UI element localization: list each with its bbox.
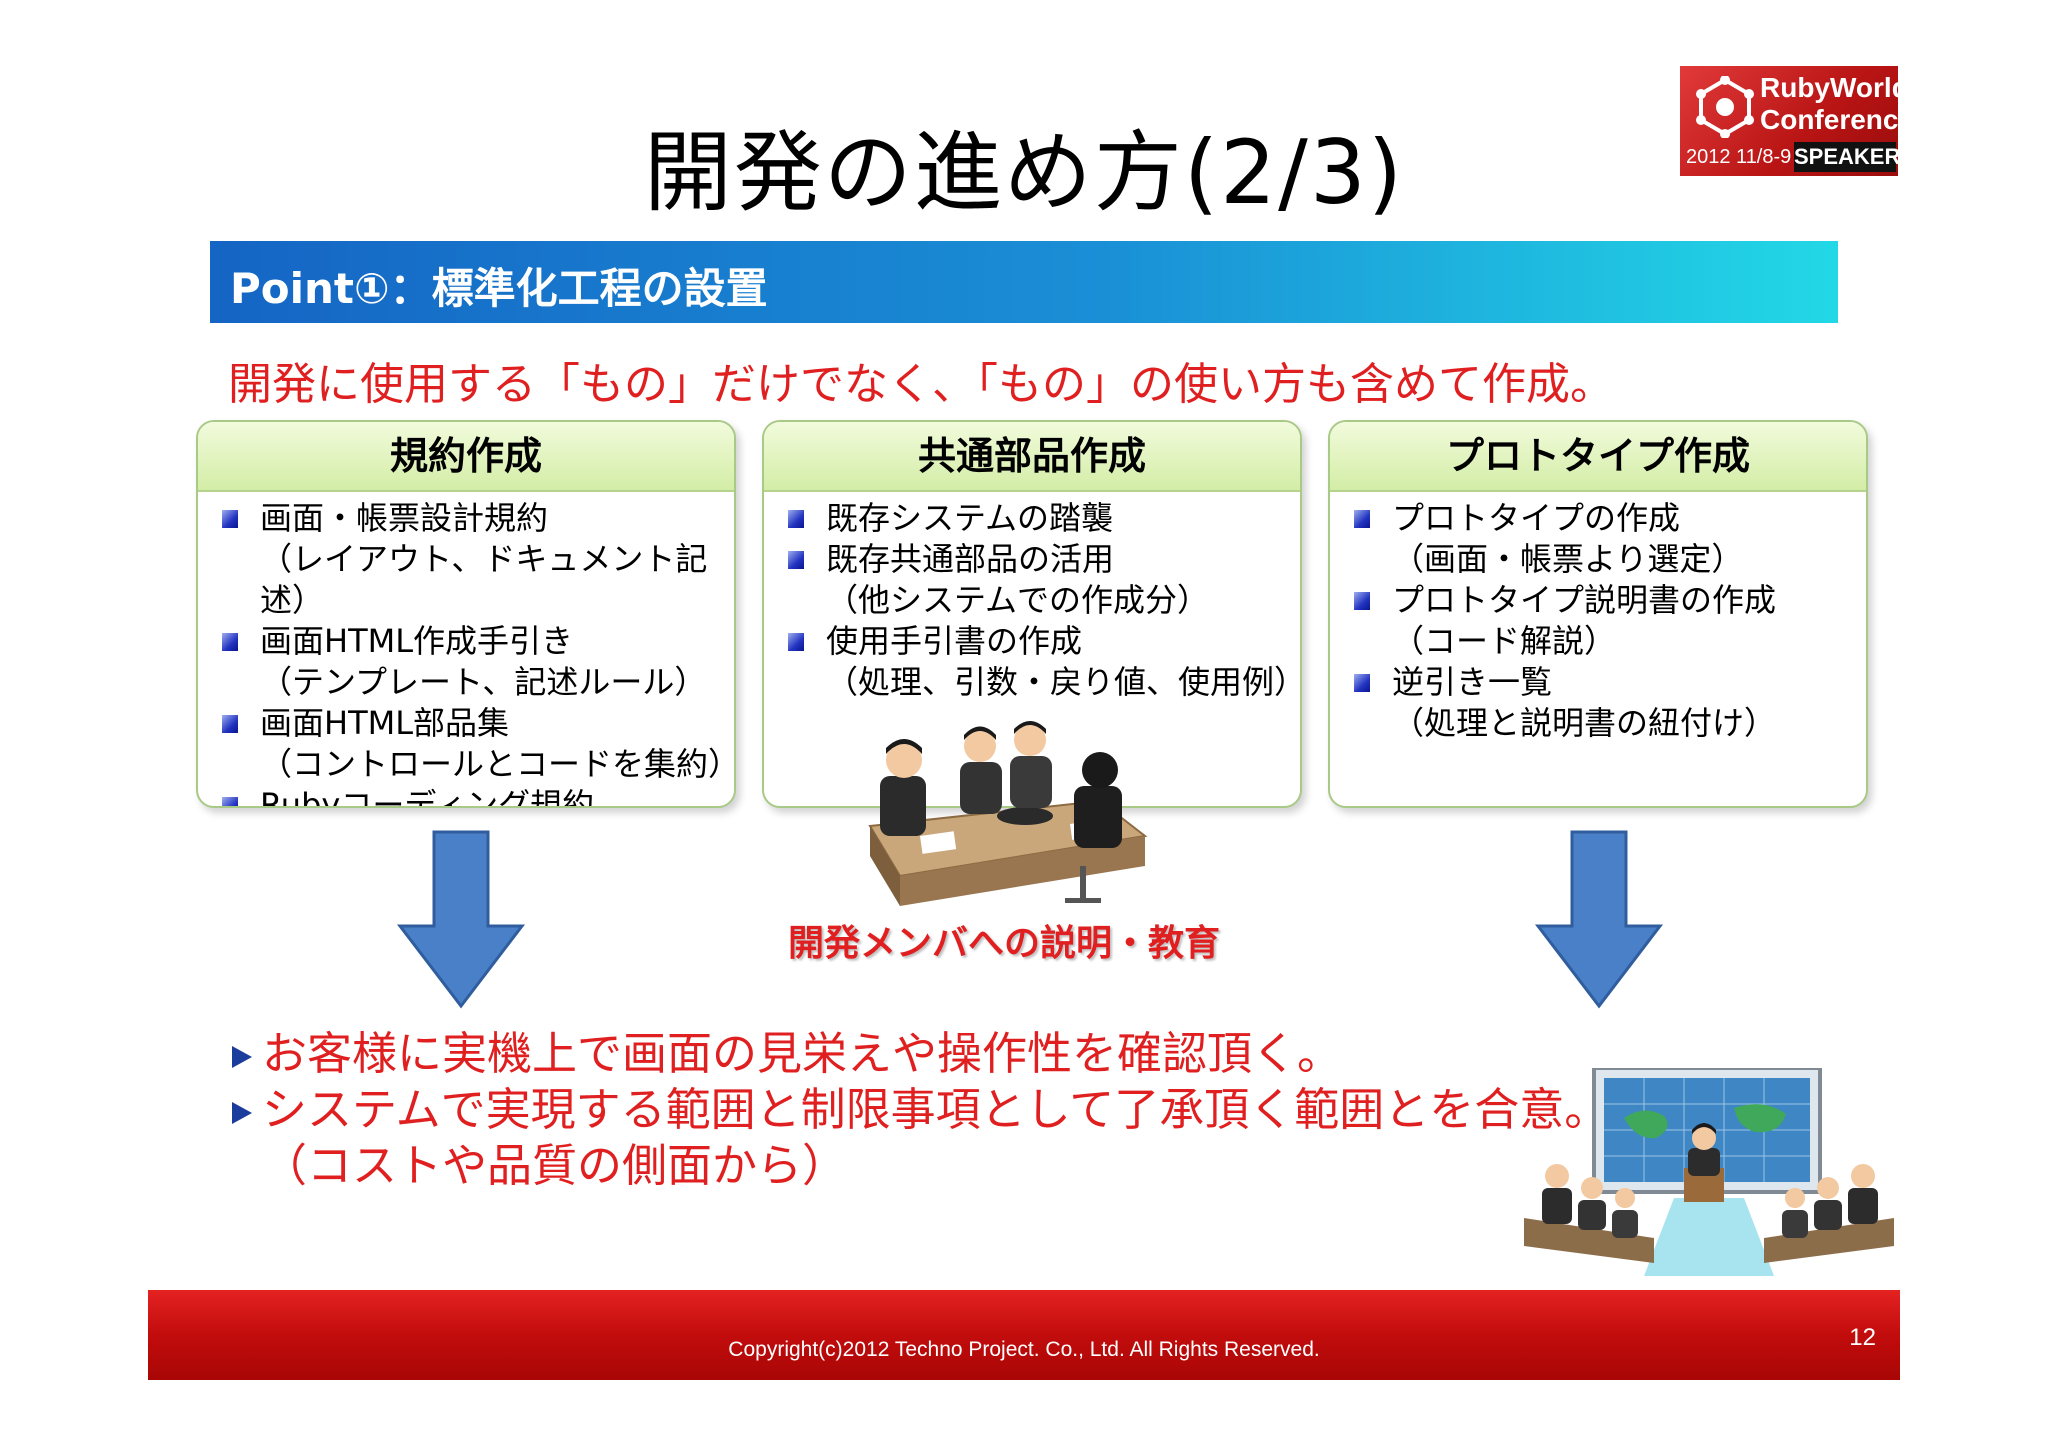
logo-speaker-badge: SPEAKER <box>1794 142 1900 172</box>
list-item: 既存システムの踏襲 <box>788 498 1300 539</box>
list-item: （コントロールとコードを集約） <box>260 745 736 783</box>
bottom-point-row: お客様に実機上で画面の見栄えや操作性を確認頂く。 <box>232 1026 1609 1082</box>
page-number: 12 <box>1849 1324 1876 1351</box>
meeting-illustration <box>868 721 1148 906</box>
bottom-point-text: （コストや品質の側面から） <box>262 1139 848 1192</box>
list-item: 使用手引書の作成 <box>788 621 1300 662</box>
triangle-bullet-icon <box>232 1046 252 1068</box>
logo-line2: Conference <box>1760 104 1915 135</box>
list-item: 既存共通部品の活用 <box>788 539 1300 580</box>
list-item: プロトタイプ説明書の作成 <box>1354 580 1776 621</box>
box-prototype: プロトタイプ作成 プロトタイプの作成 （画面・帳票より選定） プロトタイプ説明書… <box>1328 420 1868 808</box>
bottom-point-text: お客様に実機上で画面の見栄えや操作性を確認頂く。 <box>262 1027 1343 1080</box>
bottom-point-text: システムで実現する範囲と制限事項として了承頂く範囲とを合意。 <box>262 1083 1610 1136</box>
subheading: 開発に使用する「もの」だけでなく、「もの」の使い方も含めて作成。 <box>228 359 1614 410</box>
list-item: （レイアウト、ドキュメント記述） <box>260 540 708 619</box>
down-arrow-left-icon <box>396 830 526 1009</box>
bottom-point-row: （コストや品質の側面から） <box>232 1138 1609 1194</box>
list-item: （画面・帳票より選定） <box>1392 540 1744 578</box>
list-item: （処理、引数・戻り値、使用例） <box>826 663 1302 701</box>
box-heading: プロトタイプ作成 <box>1330 422 1866 492</box>
box-heading: 規約作成 <box>198 422 734 492</box>
box-list: 既存システムの踏襲 既存共通部品の活用 （他システムでの作成分） 使用手引書の作… <box>788 498 1300 703</box>
list-item: （処理と説明書の紐付け） <box>1392 704 1777 742</box>
list-item: （テンプレート、記述ルール） <box>260 663 707 701</box>
list-item: Rubyコーディング規約 <box>222 785 734 806</box>
slide-title: 開発の進め方(2/3) <box>643 121 1405 224</box>
list-item: プロトタイプの作成 <box>1354 498 1776 539</box>
footer-bar: Copyright(c)2012 Techno Project. Co., Lt… <box>148 1290 1900 1380</box>
logo-date: 2012 11/8-9 <box>1686 146 1792 168</box>
box-list: 画面・帳票設計規約 （レイアウト、ドキュメント記述） 画面HTML作成手引き （… <box>222 498 736 806</box>
point-banner-text: Point①：標準化工程の設置 <box>230 264 768 313</box>
list-item: 画面・帳票設計規約 <box>222 498 734 539</box>
box-heading: 共通部品作成 <box>764 422 1300 492</box>
bottom-point-row: システムで実現する範囲と制限事項として了承頂く範囲とを合意。 <box>232 1082 1609 1138</box>
down-arrow-right-icon <box>1534 830 1664 1009</box>
logo-line1: RubyWorld <box>1760 72 1909 103</box>
ruby-hexagon-icon <box>1696 76 1754 138</box>
bottom-points: お客様に実機上で画面の見栄えや操作性を確認頂く。 システムで実現する範囲と制限事… <box>232 1026 1609 1194</box>
triangle-bullet-icon <box>232 1102 252 1124</box>
list-item: （コード解説） <box>1392 622 1617 660</box>
point-banner: Point①：標準化工程の設置 <box>210 241 1838 323</box>
list-item: 画面HTML作成手引き <box>222 621 734 662</box>
list-item: （他システムでの作成分） <box>826 581 1210 619</box>
rubyworld-conference-logo: RubyWorld Conference 2012 11/8-9 SPEAKER <box>1680 66 1914 176</box>
meeting-caption: 開発メンバへの説明・教育 <box>788 923 1221 964</box>
copyright-text: Copyright(c)2012 Techno Project. Co., Lt… <box>728 1338 1320 1361</box>
list-item: 画面HTML部品集 <box>222 703 734 744</box>
conference-room-illustration <box>1524 1068 1894 1276</box>
box-list: プロトタイプの作成 （画面・帳票より選定） プロトタイプ説明書の作成 （コード解… <box>1354 498 1776 744</box>
box-convention: 規約作成 画面・帳票設計規約 （レイアウト、ドキュメント記述） 画面HTML作成… <box>196 420 736 808</box>
list-item: 逆引き一覧 <box>1354 662 1776 703</box>
